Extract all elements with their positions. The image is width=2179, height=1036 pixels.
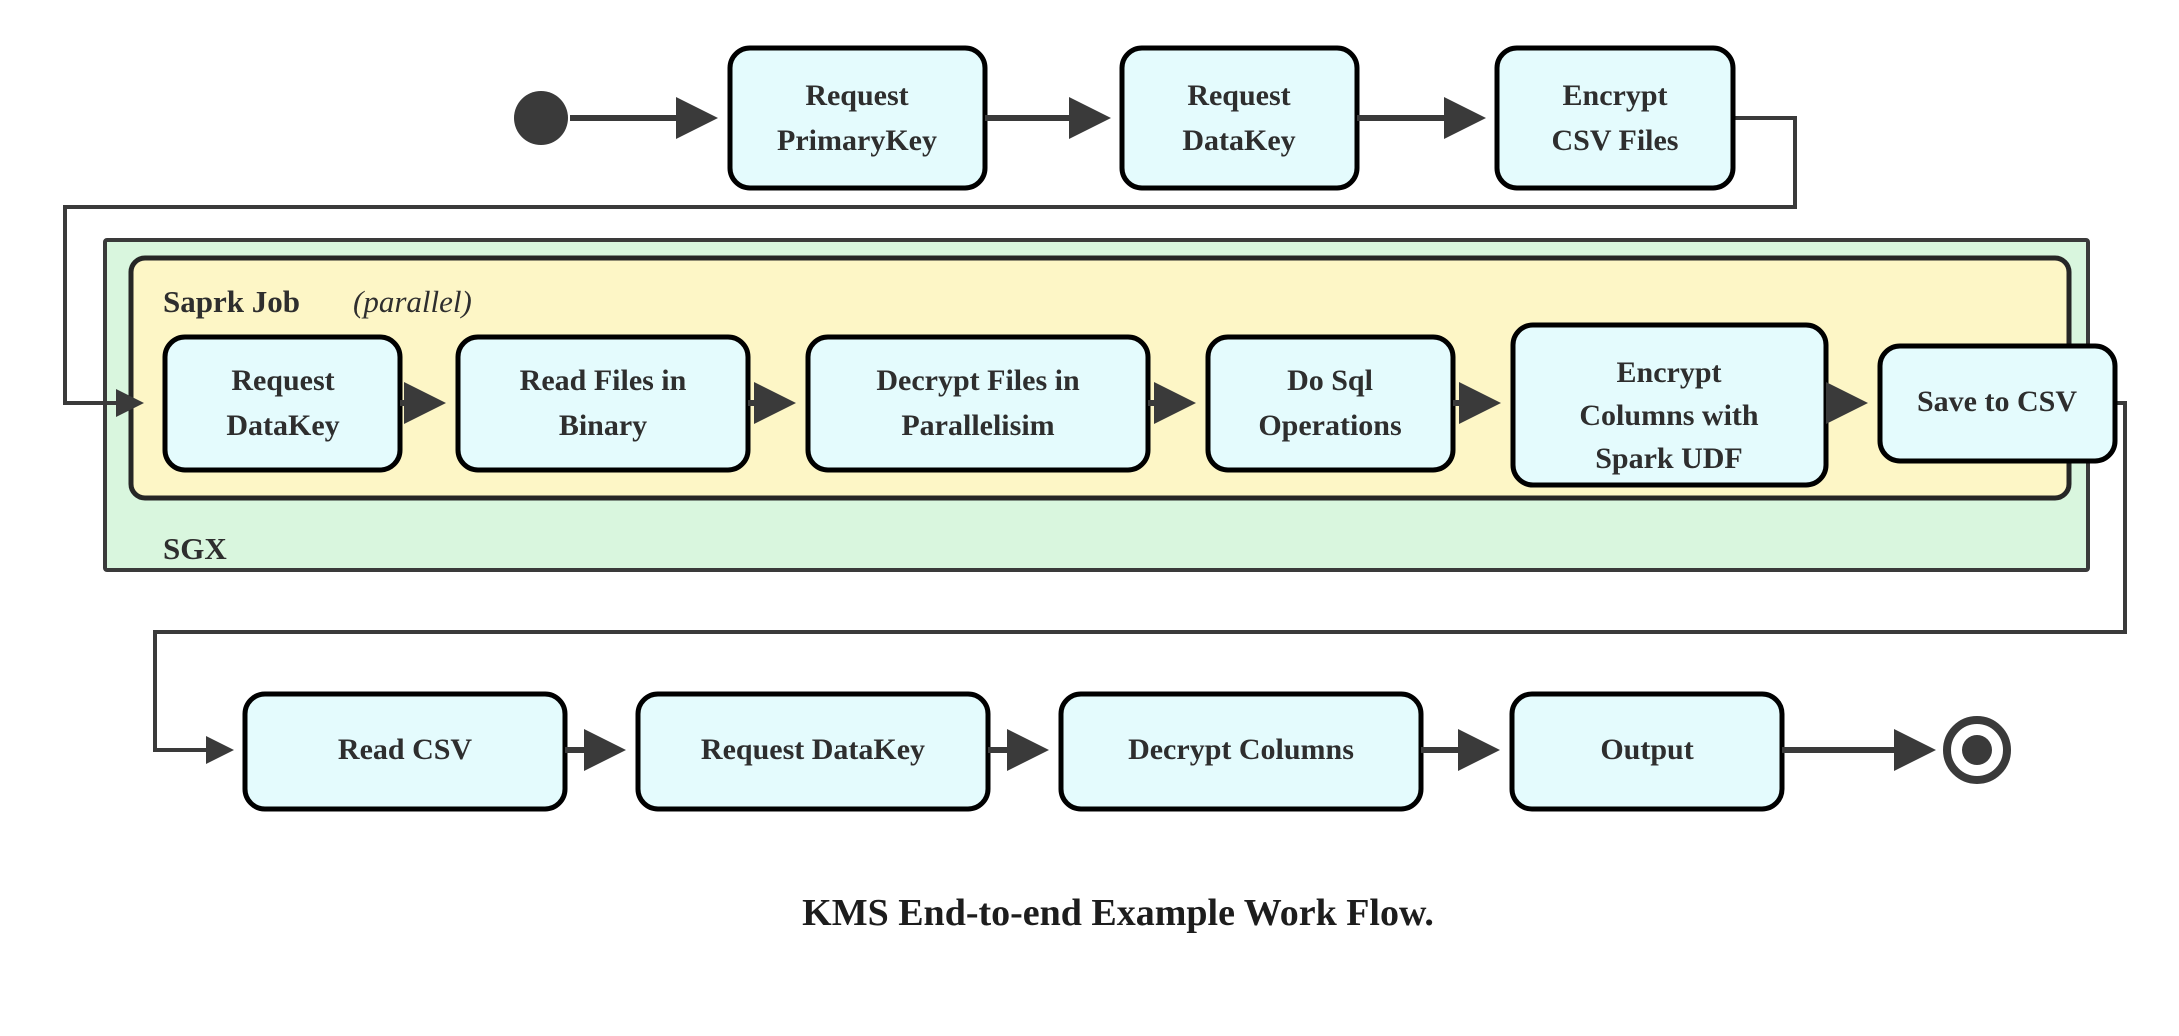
node-read-files-in-binary[interactable]: Read Files in Binary [455, 334, 751, 473]
node-request-datakey-spark-box[interactable] [162, 334, 403, 473]
node-read-files-in-binary-line-1: Read Files in [520, 364, 687, 397]
spark-job-group-label: Saprk Job [163, 284, 300, 319]
node-decrypt-files-in-parallelisim-line-1: Decrypt Files in [876, 364, 1080, 397]
end-node-marker [1943, 716, 2011, 784]
node-request-datakey-spark-line-2: DataKey [226, 409, 339, 442]
start-node-marker [514, 91, 568, 145]
node-read-csv[interactable]: Read CSV [242, 691, 568, 812]
node-decrypt-columns[interactable]: Decrypt Columns [1058, 691, 1424, 812]
node-do-sql-operations-line-1: Do Sql [1287, 364, 1373, 397]
node-decrypt-files-in-parallelisim-line-2: Parallelisim [901, 409, 1054, 442]
node-request-datakey-spark[interactable]: Request DataKey [162, 334, 403, 473]
node-encrypt-columns-with-spark-udf[interactable]: Encrypt Columns with Spark UDF [1510, 322, 1829, 488]
node-read-files-in-binary-line-2: Binary [559, 409, 647, 442]
spark-job-group-modifier: (parallel) [353, 284, 472, 319]
node-do-sql-operations-box[interactable] [1205, 334, 1456, 473]
node-do-sql-operations[interactable]: Do Sql Operations [1205, 334, 1456, 473]
node-request-datakey-top-line-1: Request [1187, 79, 1290, 112]
node-decrypt-files-in-parallelisim-box[interactable] [805, 334, 1151, 473]
node-save-to-csv[interactable]: Save to CSV [1877, 343, 2118, 464]
node-encrypt-csv-files-line-1: Encrypt [1563, 79, 1668, 112]
node-decrypt-columns-line-1: Decrypt Columns [1128, 733, 1354, 766]
node-read-files-in-binary-box[interactable] [455, 334, 751, 473]
node-request-datakey-bottom-line-1: Request DataKey [701, 733, 925, 766]
node-output[interactable]: Output [1509, 691, 1785, 812]
node-request-primarykey-line-2: PrimaryKey [777, 124, 937, 157]
node-request-primarykey[interactable]: Request PrimaryKey [727, 45, 988, 191]
node-save-to-csv-box[interactable] [1877, 343, 2118, 464]
node-request-datakey-top-line-2: DataKey [1182, 124, 1295, 157]
node-encrypt-csv-files-box[interactable] [1494, 45, 1736, 191]
edge-encrypt-csv-to-spark-datakey [63, 116, 1797, 417]
node-request-datakey-top-box[interactable] [1119, 45, 1360, 191]
node-request-primarykey-line-1: Request [805, 79, 908, 112]
node-output-line-1: Output [1600, 733, 1693, 766]
node-encrypt-columns-line-3: Spark UDF [1595, 442, 1743, 475]
node-encrypt-columns-line-1: Encrypt [1617, 356, 1722, 389]
node-request-datakey-top[interactable]: Request DataKey [1119, 45, 1360, 191]
node-read-csv-line-1: Read CSV [338, 733, 473, 766]
node-do-sql-operations-line-2: Operations [1258, 409, 1401, 442]
node-request-primarykey-box[interactable] [727, 45, 988, 191]
edge-save-to-csv-to-read-csv [153, 401, 2127, 764]
node-decrypt-files-in-parallelisim[interactable]: Decrypt Files in Parallelisim [805, 334, 1151, 473]
node-encrypt-columns-line-2: Columns with [1579, 399, 1759, 432]
node-encrypt-csv-files[interactable]: Encrypt CSV Files [1494, 45, 1736, 191]
diagram-caption: KMS End-to-end Example Work Flow. [802, 892, 1434, 934]
sgx-group-label: SGX [163, 531, 227, 566]
node-save-to-csv-line-1: Save to CSV [1917, 385, 2077, 418]
node-encrypt-csv-files-line-2: CSV Files [1552, 124, 1679, 157]
node-request-datakey-bottom[interactable]: Request DataKey [635, 691, 991, 812]
node-request-datakey-spark-line-1: Request [231, 364, 334, 397]
